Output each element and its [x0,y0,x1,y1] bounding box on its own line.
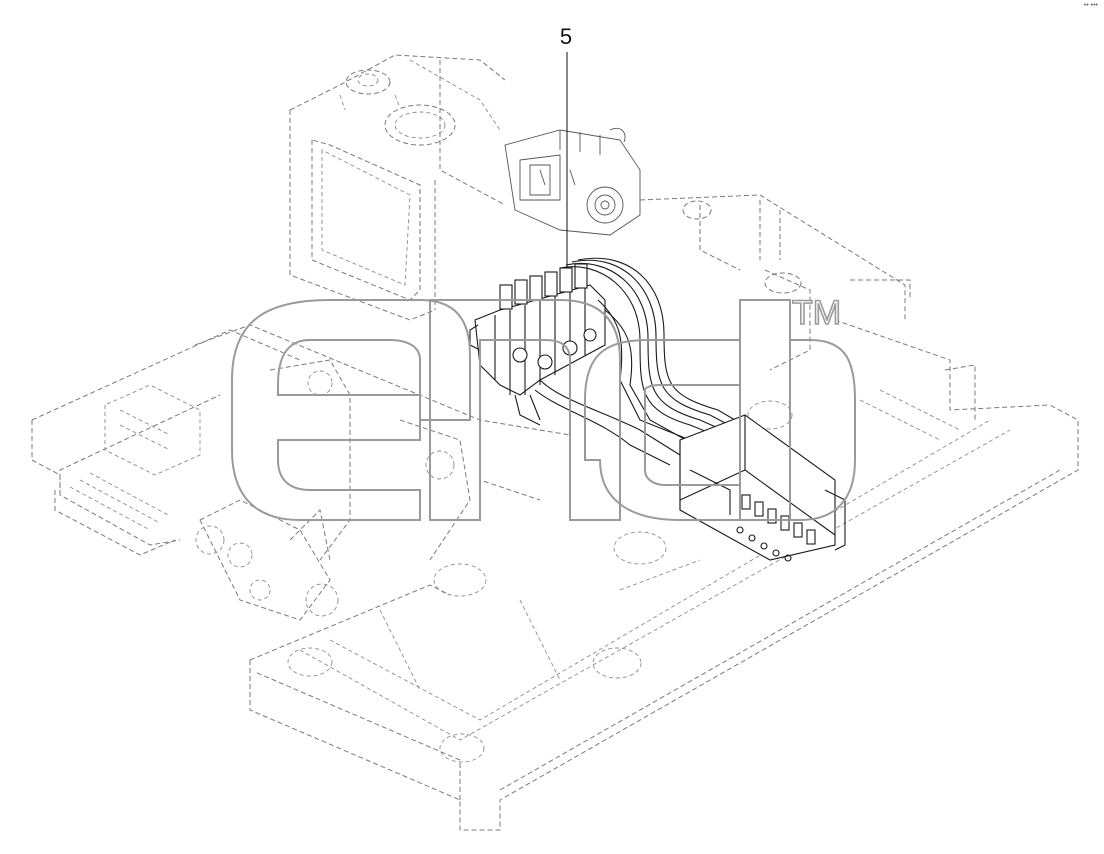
corner-mark: •• ••• [1083,2,1098,9]
solenoid-valve-block [679,414,846,562]
callout-number: 5 [559,24,573,49]
lower-frame [249,404,1079,831]
trademark-symbol: TM [791,293,842,333]
tank-structure [289,54,506,321]
hydraulic-pump [504,127,641,236]
left-frame [31,329,339,621]
right-frame [639,194,1051,441]
watermark-logo [231,299,856,521]
control-valve [469,263,606,426]
